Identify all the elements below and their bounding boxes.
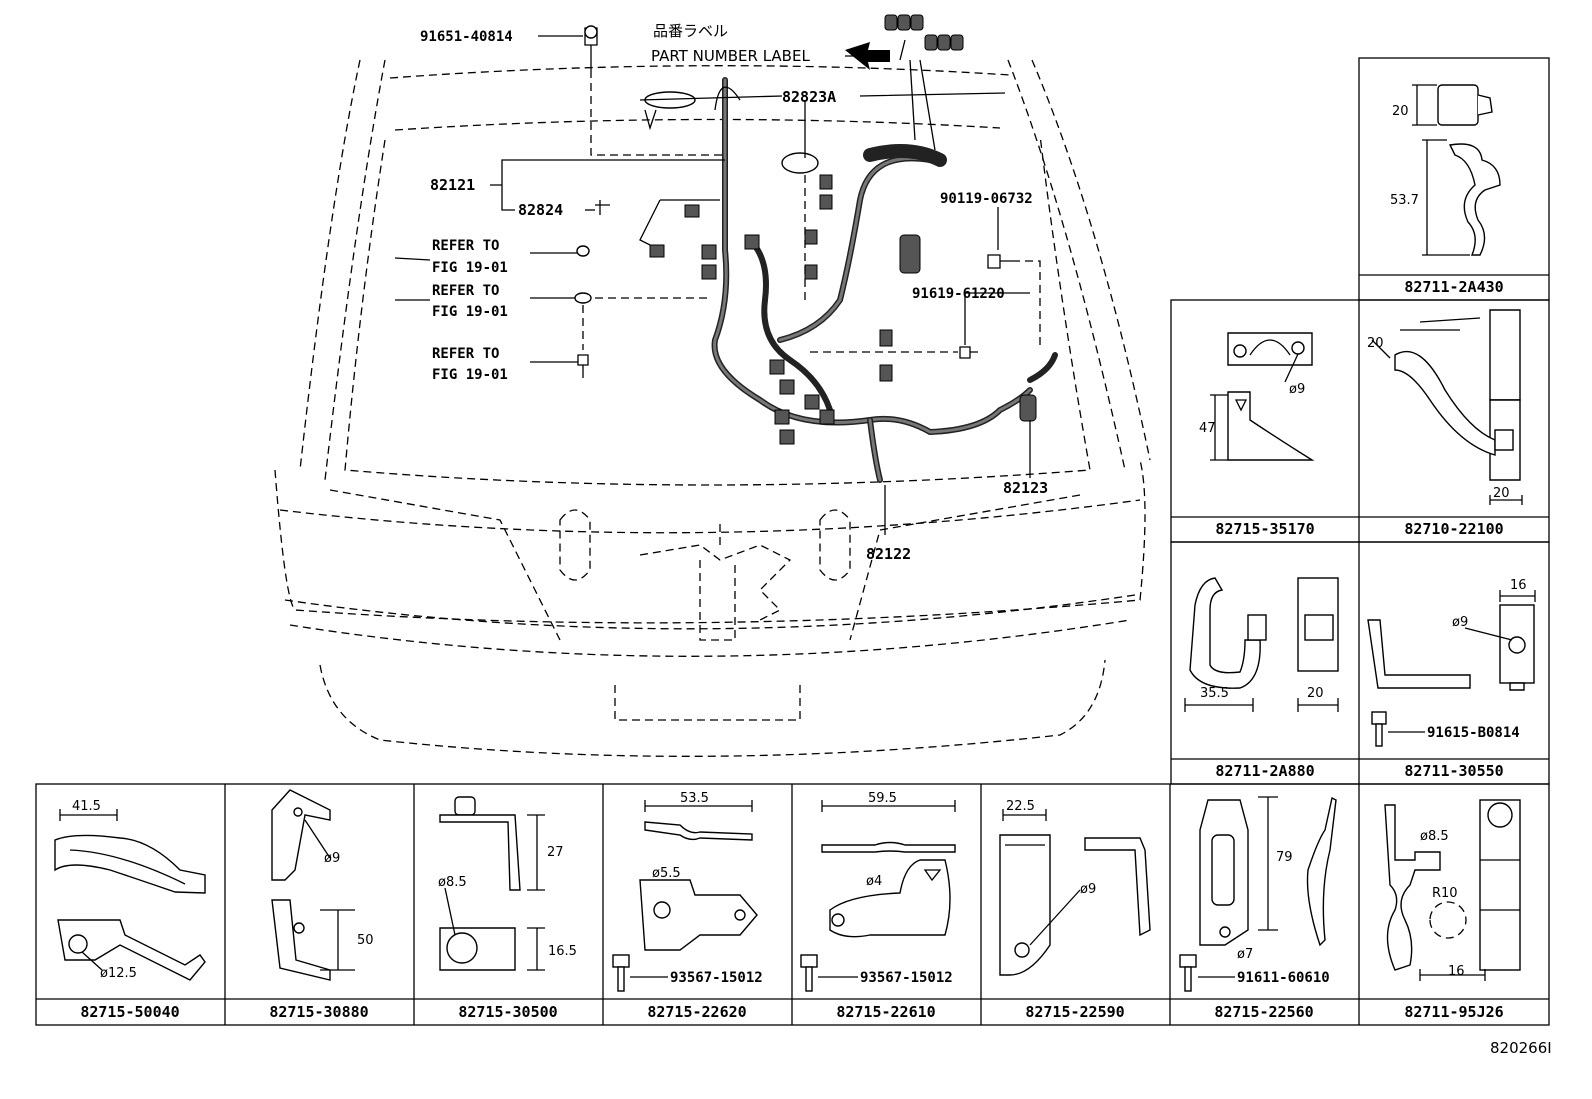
refer-to-2: REFER TO [432,283,499,299]
dim: 16.5 [548,944,577,959]
dim: 22.5 [1006,799,1035,814]
part-label-en: PART NUMBER LABEL [651,47,810,65]
panel-grid [35,57,1550,1026]
panel-captions: 82711-2A430 82715-35170 82710-22100 8271… [80,278,1503,1021]
dim: ø9 [1080,882,1096,897]
clamp-35170-drawing [1210,332,1315,461]
dim: 41.5 [72,799,101,814]
drawing-code: 820266I [1490,1039,1552,1057]
dim: ø8.5 [438,875,467,890]
clamp-30550-drawing [1367,590,1536,747]
clamp-2a430-drawing [1412,84,1501,256]
dim: 59.5 [868,791,897,806]
fig-ref-3: FIG 19-01 [432,367,508,383]
callout-90119-06732: 90119-06732 [940,191,1033,207]
caption-82715-22590: 82715-22590 [1025,1003,1124,1021]
callout-leaders [394,35,1031,535]
dim: ø7 [1237,947,1253,962]
bracket-22560-drawing [1179,796,1337,992]
dim: 20 [1493,486,1510,501]
dim: ø12.5 [100,966,137,981]
bolt-callouts: 91615-B0814 93567-15012 93567-15012 9161… [670,725,1520,986]
refer-to-3: REFER TO [432,346,499,362]
bracket-22610-drawing [800,800,956,992]
clamp-2a880-drawing [1184,577,1339,712]
refer-to-1: REFER TO [432,238,499,254]
dim: 53.5 [680,791,709,806]
caption-82711-2a880: 82711-2A880 [1215,762,1314,780]
caption-82715-50040: 82715-50040 [80,1003,179,1021]
dim: ø5.5 [652,866,681,881]
callout-labels: 91651-40814 品番ラベル PART NUMBER LABEL 8282… [420,22,1048,563]
dim: 16 [1510,578,1527,593]
bolt-91615-b0814: 91615-B0814 [1427,725,1520,741]
bolt-93567-15012-a: 93567-15012 [670,970,763,986]
engine-bay-drawing [274,14,1151,757]
callout-82121: 82121 [430,176,475,194]
caption-82715-22610: 82715-22610 [836,1003,935,1021]
part-label-jp: 品番ラベル [653,22,728,40]
dim: ø4 [866,874,882,889]
bracket-22590-drawing [999,809,1151,976]
clamp-22100-drawing [1371,309,1523,505]
caption-82715-22620: 82715-22620 [647,1003,746,1021]
dim: ø9 [1452,615,1468,630]
dim: 50 [357,933,374,948]
caption-82711-30550: 82711-30550 [1404,762,1503,780]
bolt-93567-15012-b: 93567-15012 [860,970,953,986]
caption-82715-22560: 82715-22560 [1214,1003,1313,1021]
fig-ref-2: FIG 19-01 [432,304,508,320]
dim: 20 [1367,336,1384,351]
bolt-91611-60610: 91611-60610 [1237,970,1330,986]
callout-82824: 82824 [518,201,563,219]
caption-82715-35170: 82715-35170 [1215,520,1314,538]
bracket-30880-drawing [271,789,355,981]
dim: ø9 [1289,382,1305,397]
bracket-50040-drawing [54,809,206,981]
dim: ø8.5 [1420,829,1449,844]
dim: 20 [1392,104,1409,119]
caption-82711-95j26: 82711-95J26 [1404,1003,1503,1021]
callout-82122: 82122 [866,545,911,563]
callout-91619-61220: 91619-61220 [912,286,1005,302]
dim: 47 [1199,421,1216,436]
dim: 53.7 [1390,193,1419,208]
fig-ref-1: FIG 19-01 [432,260,508,276]
dim: ø9 [324,851,340,866]
caption-82711-2a430: 82711-2A430 [1404,278,1503,296]
callout-82123: 82123 [1003,479,1048,497]
dim: 79 [1276,850,1293,865]
dim: 35.5 [1200,686,1229,701]
bracket-30500-drawing [439,796,545,971]
clamp-95j26-drawing [1384,799,1521,981]
dim: 20 [1307,686,1324,701]
dim: R10 [1432,886,1458,901]
caption-82710-22100: 82710-22100 [1404,520,1503,538]
dim: 27 [547,845,564,860]
panel-dimension-labels: 20 53.7 ø9 47 20 20 35.5 20 16 ø9 41.5 ø… [72,104,1527,981]
callout-82823a: 82823A [782,88,836,106]
caption-82715-30880: 82715-30880 [269,1003,368,1021]
callout-91651-40814: 91651-40814 [420,29,513,45]
dim: 16 [1448,964,1465,979]
caption-82715-30500: 82715-30500 [458,1003,557,1021]
bracket-22620-drawing [612,800,758,992]
